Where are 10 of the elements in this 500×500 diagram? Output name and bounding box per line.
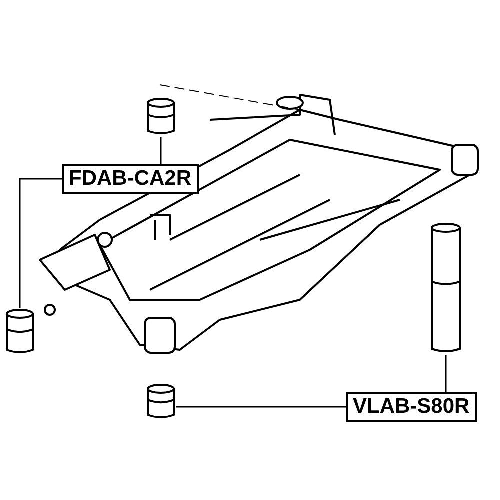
bushing-drawing	[5, 308, 35, 356]
leader-line	[160, 137, 162, 164]
part-number-label: FDAB-CA2R	[62, 164, 198, 194]
leader-line	[19, 178, 62, 308]
bushing-drawing	[430, 222, 462, 355]
bushing-drawing	[146, 97, 176, 137]
leader-line	[445, 355, 447, 392]
leader-line	[176, 406, 346, 408]
bushing-drawing	[146, 383, 176, 421]
part-number-label: VLAB-S80R	[346, 392, 477, 422]
